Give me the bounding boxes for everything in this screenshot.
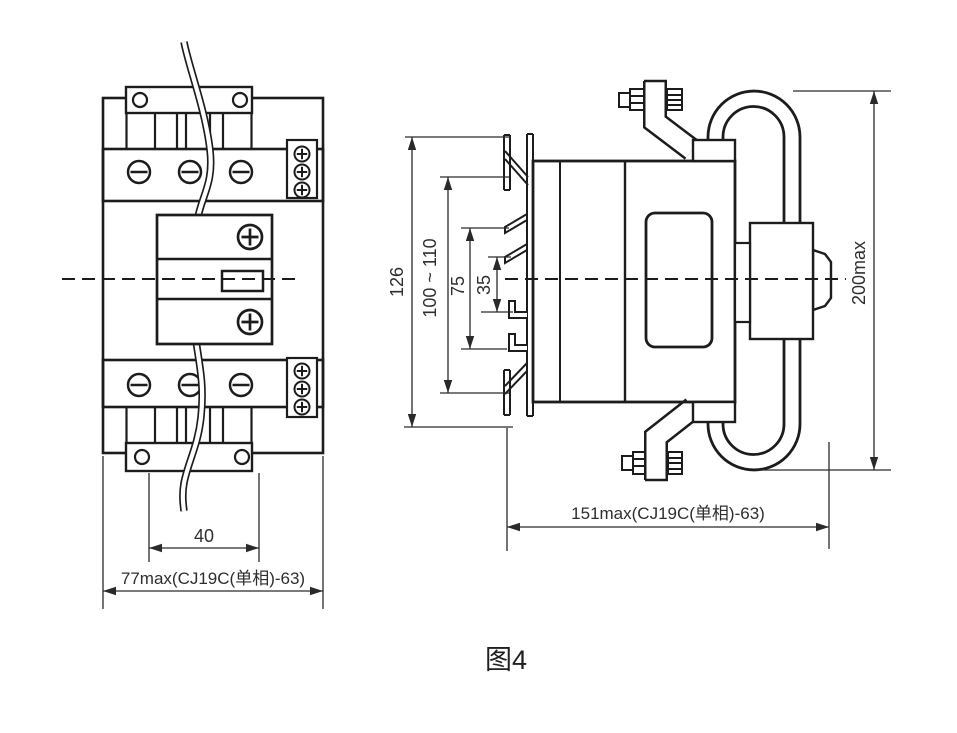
minus-screw [228,372,254,398]
top-mounting-bracket [124,85,254,115]
dim-label-overall-height: 200max [849,241,869,305]
top-terminal-comb [125,113,253,149]
dim-label-rail-width: 35 [474,275,494,295]
plus-screw [293,145,311,163]
dim-label-plate-height: 126 [387,267,407,297]
front-view: 40 77max(CJ19C(单相)-63) [62,41,325,609]
dim-mount-range: 100 ~ 110 [420,176,509,394]
minus-screw [177,159,203,185]
minus-screw [126,159,152,185]
plus-screw [293,163,311,181]
indicator-window [220,269,265,293]
bottom-busbar-terminal [621,398,701,482]
bottom-mounting-hole-right [233,448,251,466]
side-view: 126 100 ~ 110 75 35 200max [387,79,891,551]
top-mounting-hole-left [131,91,149,109]
upper-aux-terminal-block [285,138,319,200]
rail-hook [508,300,527,319]
rail-tab [504,242,528,265]
dim-label-mount-range: 100 ~ 110 [420,238,440,317]
plus-screw [293,181,311,199]
dim-label-overall-depth: 151max(CJ19C(单相)-63) [571,504,765,523]
minus-screw [228,159,254,185]
armature-block [733,221,833,341]
dim-overall-depth: 151max(CJ19C(单相)-63) [506,428,830,551]
lower-terminal-comb [125,407,253,443]
dim-overall-height: 200max [758,90,891,471]
lower-terminal-band [101,358,325,409]
dim-overall-width: 77max(CJ19C(单相)-63) [102,456,324,609]
plus-screw [293,380,311,398]
dim-hook-span: 75 [448,227,509,350]
dim-label-hook-span: 75 [448,276,468,296]
hex-bolt [618,88,683,111]
rail-tab [504,212,528,235]
mounting-plate [503,133,534,417]
bottom-rail-bar [503,362,528,416]
bottom-mounting-hole-left [133,448,151,466]
rail-hook [508,333,527,352]
side-body [531,159,737,404]
plus-screw [293,362,311,380]
lower-aux-terminal-block [285,356,319,419]
dim-rail-width: 35 [474,256,513,313]
top-mounting-hole-right [231,91,249,109]
dim-plate-height: 126 [387,136,513,428]
bottom-connector-block [691,400,737,424]
dim-label-overall-width: 77max(CJ19C(单相)-63) [121,569,305,588]
top-rail-bar [503,134,529,191]
dim-hole-spacing: 40 [148,473,260,562]
figure-caption: 图4 [485,645,527,675]
plus-screw [236,223,264,251]
plus-screw [293,398,311,416]
plus-screw [236,308,264,336]
minus-screw [126,372,152,398]
top-connector-block [691,138,737,163]
top-busbar-terminal [618,79,700,160]
dim-label-hole-spacing: 40 [194,526,214,546]
